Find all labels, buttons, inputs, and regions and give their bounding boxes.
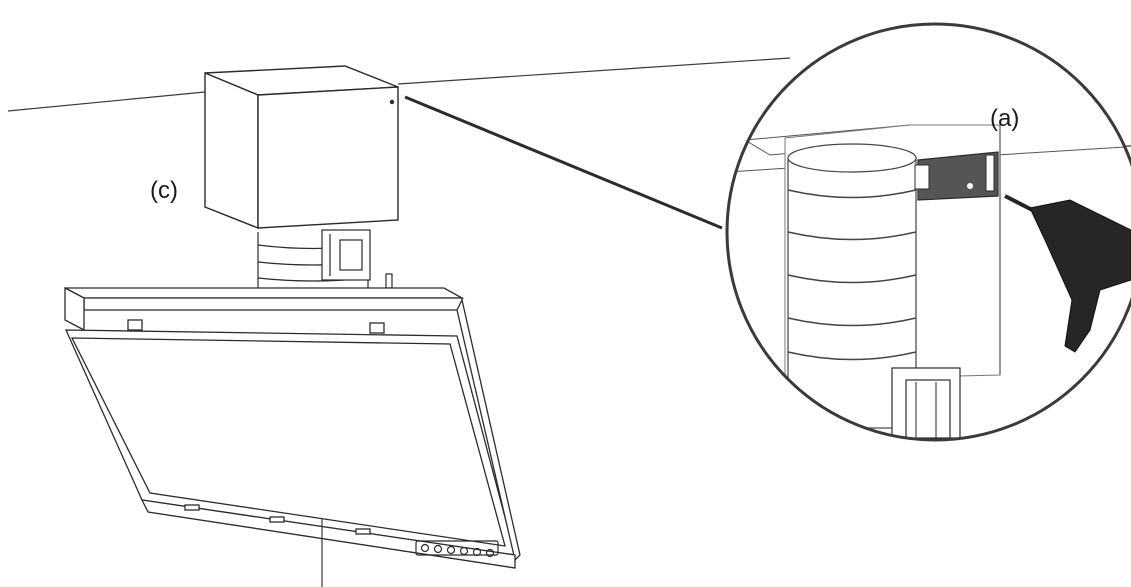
zoom-detail — [725, 22, 1131, 442]
chimney-cover — [204, 65, 399, 230]
hood-control-buttons — [415, 540, 499, 558]
label-chimney-cover: (c) — [150, 177, 178, 204]
drill-icon — [1004, 194, 1131, 353]
duct-connector — [257, 229, 393, 291]
label-bracket: (a) — [990, 105, 1020, 132]
detail-leader-line — [404, 95, 723, 230]
cooker-hood — [64, 286, 521, 569]
